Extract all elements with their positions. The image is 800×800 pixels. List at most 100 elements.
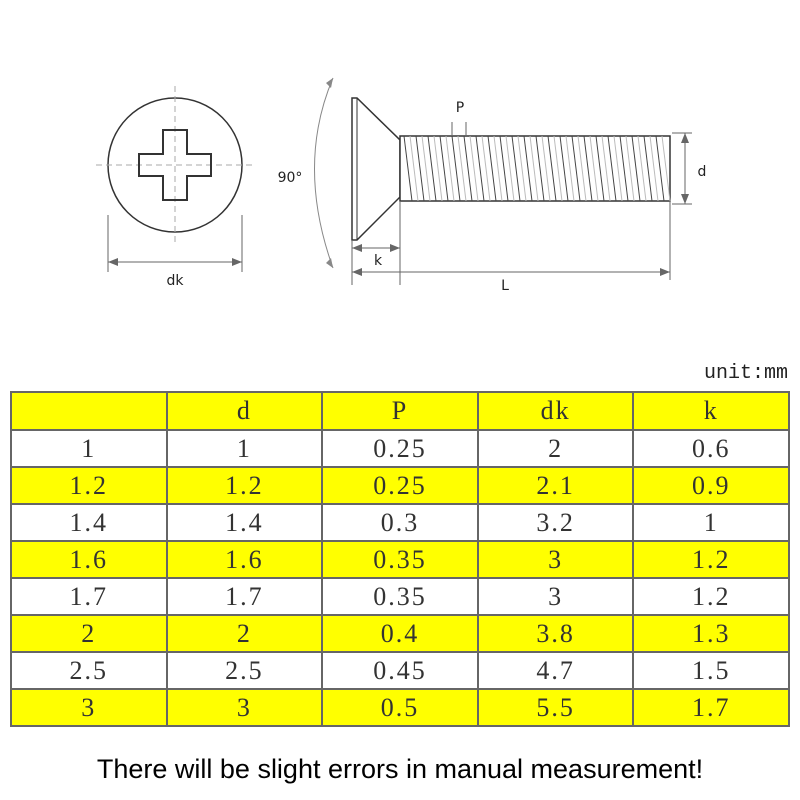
table-cell: 1.3 (632, 614, 790, 653)
table-cell: 0.5 (321, 688, 479, 727)
table-row: 2 2 0.4 3.8 1.3 (10, 614, 790, 653)
thread-shade (613, 135, 623, 202)
thread-shade (577, 135, 587, 202)
header-d: d (165, 391, 324, 431)
table-row: 1.4 1.4 0.3 3.2 1 (10, 503, 790, 542)
thread-shade (625, 135, 635, 202)
table-cell: 5.5 (476, 688, 635, 727)
table-row: 1.2 1.2 0.25 2.1 0.9 (10, 466, 790, 505)
table-cell: 0.45 (321, 651, 479, 690)
table-cell: 1 (10, 429, 168, 468)
table-cell: 3 (476, 540, 635, 579)
screw-side-view: 90° P d k L (278, 77, 706, 294)
thread-shade (493, 135, 503, 202)
thread-shade (421, 135, 431, 202)
table-cell: 2.5 (165, 651, 324, 690)
table-cell: 1.4 (10, 503, 168, 542)
thread-line (631, 135, 641, 202)
table-cell: 1.6 (10, 540, 168, 579)
table-header-row: d P dk k (10, 391, 790, 431)
unit-label: unit:mm (703, 362, 788, 385)
thread-line (427, 135, 437, 202)
thread-line (571, 135, 581, 202)
table-cell: 1.7 (165, 577, 324, 616)
thread-shade (649, 135, 659, 202)
thread-line (547, 135, 557, 202)
table-cell: 1.7 (10, 577, 168, 616)
l-label: L (501, 278, 509, 294)
table-cell: 3 (10, 688, 168, 727)
header-size (10, 391, 168, 431)
thread-line (559, 135, 569, 202)
table-row: 1 1 0.25 2 0.6 (10, 429, 790, 468)
table-cell: 1.7 (632, 688, 790, 727)
thread-line (439, 135, 449, 202)
table-row: 3 3 0.5 5.5 1.7 (10, 688, 790, 727)
thread-shade (529, 135, 539, 202)
table-cell: 3 (165, 688, 324, 727)
table-cell: 0.25 (321, 466, 479, 505)
thread-shade (445, 135, 455, 202)
thread-line (607, 135, 617, 202)
table-row: 2.5 2.5 0.45 4.7 1.5 (10, 651, 790, 690)
dk-dimension: dk (107, 215, 243, 289)
dk-label: dk (167, 273, 185, 289)
table-row: 1.7 1.7 0.35 3 1.2 (10, 577, 790, 616)
table-cell: 1.6 (165, 540, 324, 579)
table-cell: 1.2 (10, 466, 168, 505)
table-cell: 3 (476, 577, 635, 616)
screw-diagram: dk 90° P d k L (96, 77, 706, 294)
table-cell: 0.4 (321, 614, 479, 653)
thread-shade (565, 135, 575, 202)
thread-shade (589, 135, 599, 202)
table-cell: 1.5 (632, 651, 790, 690)
thread-line (487, 135, 497, 202)
thread-line (415, 135, 425, 202)
angle-label: 90° (278, 170, 303, 186)
thread-shade (505, 135, 515, 202)
thread-shade (409, 135, 419, 202)
thread-line (499, 135, 509, 202)
table-cell: 0.35 (321, 577, 479, 616)
thread-shade (469, 135, 479, 202)
header-dk: dk (476, 391, 635, 431)
thread-line (583, 135, 593, 202)
thread-shade (481, 135, 491, 202)
table-cell: 2 (165, 614, 324, 653)
table-cell: 0.35 (321, 540, 479, 579)
table-cell: 2 (476, 429, 635, 468)
thread-line (403, 135, 413, 202)
table-cell: 1.2 (165, 466, 324, 505)
header-p: P (321, 391, 479, 431)
k-label: k (374, 253, 383, 269)
table-cell: 1.2 (632, 540, 790, 579)
table-cell: 4.7 (476, 651, 635, 690)
spec-table: d P dk k 1 1 0.25 2 0.6 1.2 1.2 0.25 2.1… (10, 391, 790, 727)
thread-line (475, 135, 485, 202)
table-cell: 2.5 (10, 651, 168, 690)
thread-line (595, 135, 605, 202)
measurement-note: There will be slight errors in manual me… (96, 754, 704, 784)
thread-shade (601, 135, 611, 202)
thread-shade (433, 135, 443, 202)
thread-shade (457, 135, 467, 202)
thread-line (643, 135, 653, 202)
p-label: P (456, 100, 464, 116)
thread-line (451, 135, 461, 202)
table-cell: 2.1 (476, 466, 635, 505)
thread-line (535, 135, 545, 202)
thread-line (619, 135, 629, 202)
phillips-cross-icon (138, 129, 212, 201)
table-cell: 1 (165, 429, 324, 468)
thread-line (511, 135, 521, 202)
thread-shade (553, 135, 563, 202)
table-cell: 0.3 (321, 503, 479, 542)
thread-shade (637, 135, 647, 202)
table-cell: 3.2 (476, 503, 635, 542)
table-cell: 0.25 (321, 429, 479, 468)
table-row: 1.6 1.6 0.35 3 1.2 (10, 540, 790, 579)
thread-shade (517, 135, 527, 202)
thread-shade (541, 135, 551, 202)
thread-line (655, 135, 665, 202)
header-k: k (632, 391, 790, 431)
